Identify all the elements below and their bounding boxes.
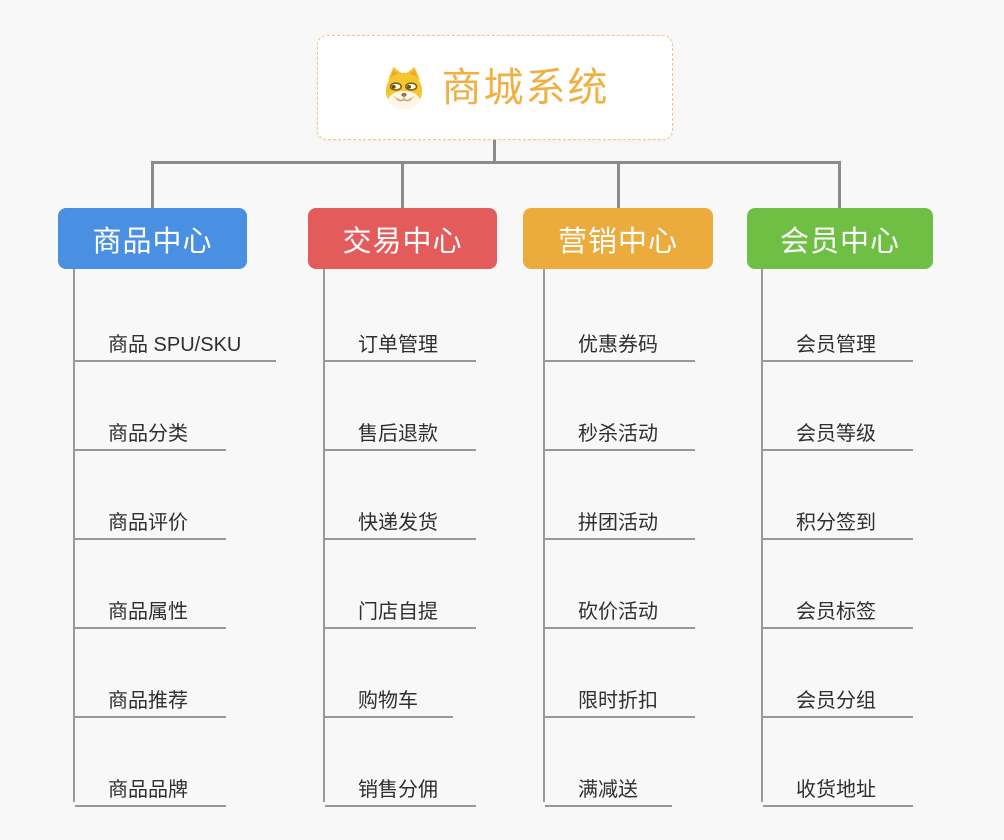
connector-root-stub: [493, 140, 496, 163]
child-node[interactable]: 砍价活动: [545, 586, 695, 629]
branch-label: 交易中心: [342, 225, 463, 258]
connector-branch-stub-2: [401, 161, 404, 208]
child-node[interactable]: 订单管理: [325, 319, 476, 362]
child-node[interactable]: 会员分组: [763, 675, 913, 718]
branch-trade-center[interactable]: 交易中心: [308, 208, 497, 269]
connector-branch-stub-1: [151, 161, 154, 208]
child-node[interactable]: 商品品牌: [75, 764, 226, 807]
root-node[interactable]: 商城系统: [317, 35, 673, 140]
branch-product-center[interactable]: 商品中心: [58, 208, 247, 269]
child-node[interactable]: 满减送: [545, 764, 672, 807]
child-node[interactable]: 商品属性: [75, 586, 226, 629]
child-node[interactable]: 收货地址: [763, 764, 913, 807]
child-node[interactable]: 商品评价: [75, 497, 226, 540]
child-node[interactable]: 会员管理: [763, 319, 913, 362]
child-node[interactable]: 拼团活动: [545, 497, 695, 540]
child-node[interactable]: 会员标签: [763, 586, 913, 629]
child-node[interactable]: 优惠券码: [545, 319, 695, 362]
child-node[interactable]: 快递发货: [325, 497, 476, 540]
child-node[interactable]: 商品 SPU/SKU: [75, 319, 276, 362]
child-node[interactable]: 会员等级: [763, 408, 913, 451]
child-column-product: 商品 SPU/SKU 商品分类 商品评价 商品属性 商品推荐 商品品牌: [73, 269, 276, 807]
branch-label: 商品中心: [92, 225, 213, 258]
child-node[interactable]: 门店自提: [325, 586, 476, 629]
doge-icon: [385, 66, 422, 109]
branch-label: 会员中心: [779, 225, 900, 258]
branch-member-center[interactable]: 会员中心: [747, 208, 933, 269]
connector-branch-stub-3: [617, 161, 620, 208]
child-node[interactable]: 秒杀活动: [545, 408, 695, 451]
child-column-trade: 订单管理 售后退款 快递发货 门店自提 购物车 销售分佣: [323, 269, 476, 807]
child-node[interactable]: 商品分类: [75, 408, 226, 451]
child-node[interactable]: 售后退款: [325, 408, 476, 451]
child-column-marketing: 优惠券码 秒杀活动 拼团活动 砍价活动 限时折扣 满减送: [543, 269, 695, 807]
child-column-member: 会员管理 会员等级 积分签到 会员标签 会员分组 收货地址: [761, 269, 913, 807]
connector-horizontal-bar: [151, 161, 841, 164]
connector-branch-stub-4: [838, 161, 841, 208]
branch-label: 营销中心: [557, 225, 678, 258]
child-node[interactable]: 积分签到: [763, 497, 913, 540]
root-title: 商城系统: [441, 65, 610, 110]
child-node[interactable]: 商品推荐: [75, 675, 226, 718]
branch-marketing-center[interactable]: 营销中心: [523, 208, 713, 269]
child-node[interactable]: 限时折扣: [545, 675, 695, 718]
child-node[interactable]: 销售分佣: [325, 764, 476, 807]
child-node[interactable]: 购物车: [325, 675, 453, 718]
